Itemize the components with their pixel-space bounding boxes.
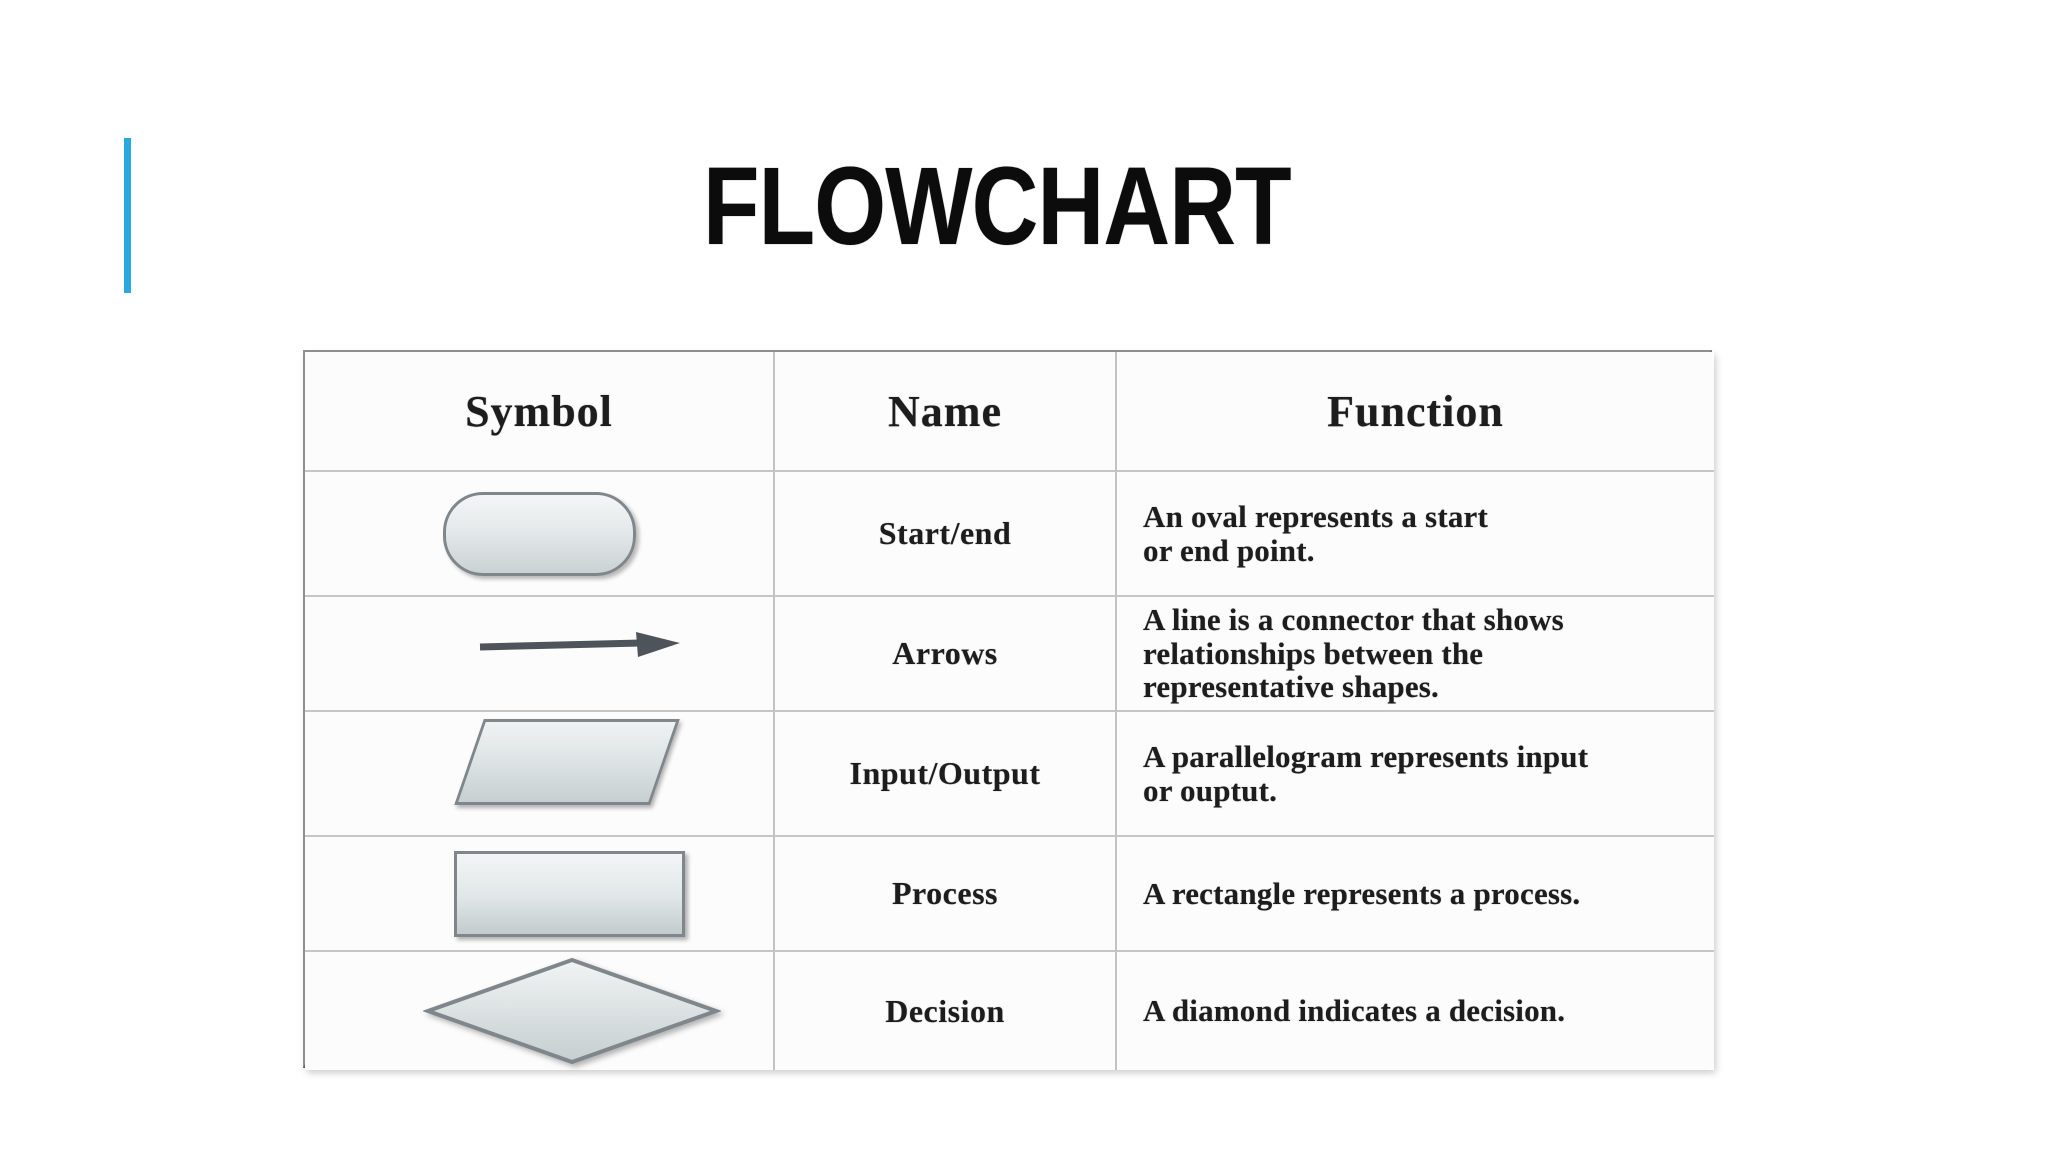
column-header-symbol: Symbol	[305, 352, 775, 472]
diamond-decision-icon	[422, 956, 722, 1071]
flowchart-symbol-table: Symbol Name Function Start/end An oval r…	[303, 350, 1714, 1070]
table-row-2-symbol-cell	[305, 597, 775, 712]
column-header-name: Name	[775, 352, 1117, 472]
table-row-5-function: A diamond indicates a decision.	[1117, 952, 1714, 1070]
table-row-3-symbol-cell	[305, 712, 775, 837]
table-row-2-name: Arrows	[775, 597, 1117, 712]
table-row-3-function: A parallelogram represents input or oupt…	[1117, 712, 1714, 837]
arrow-connector-icon	[478, 629, 680, 666]
slide-title: FLOWCHART	[703, 145, 1292, 268]
rectangle-process-icon	[453, 850, 685, 937]
table-row-2-function: A line is a connector that shows relatio…	[1117, 597, 1714, 712]
table-row-5-name: Decision	[775, 952, 1117, 1070]
table-row-1-name: Start/end	[775, 472, 1117, 597]
oval-start-end-icon	[442, 491, 636, 576]
accent-bar	[124, 138, 131, 293]
table-row-1-function: An oval represents a start or end point.	[1117, 472, 1714, 597]
table-row-4-function: A rectangle represents a process.	[1117, 837, 1714, 952]
parallelogram-input-output-icon	[454, 718, 680, 805]
table-row-5-symbol-cell	[305, 952, 775, 1070]
table-row-4-symbol-cell	[305, 837, 775, 952]
column-header-function: Function	[1117, 352, 1714, 472]
table-row-4-name: Process	[775, 837, 1117, 952]
table-row-3-name: Input/Output	[775, 712, 1117, 837]
table-row-1-symbol-cell	[305, 472, 775, 597]
